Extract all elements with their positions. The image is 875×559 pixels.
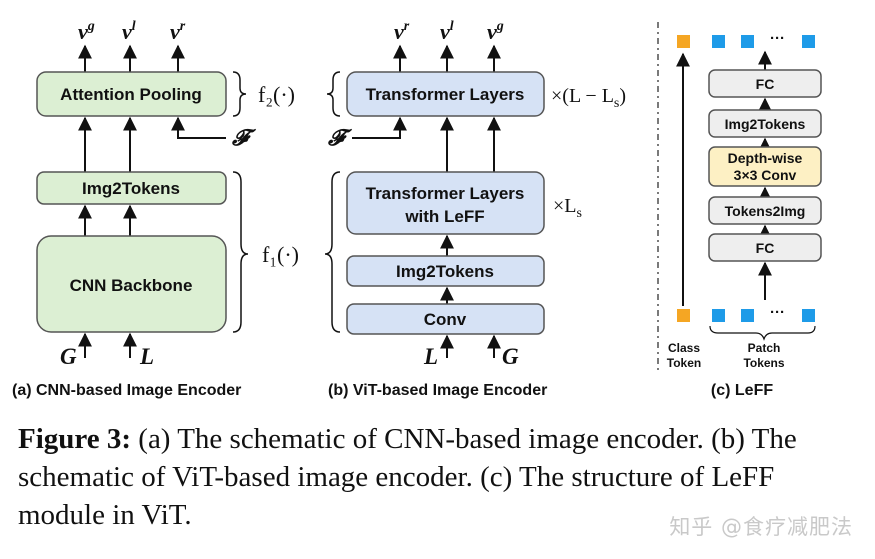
depthwise-conv-box — [708, 146, 822, 187]
fc-top-box — [708, 69, 822, 98]
img2tokens-box-c — [708, 109, 822, 138]
img2tokens-box-a — [36, 171, 227, 205]
patch-token-top — [712, 35, 725, 48]
patch-tokens-label-2: Tokens — [743, 356, 784, 370]
fc-bottom-box — [708, 233, 822, 262]
panel-c: ··· FC Img2Tokens Depth-wise 3×3 Conv To… — [657, 22, 822, 399]
conv-box — [346, 303, 545, 335]
img2tokens-label-c: Img2Tokens — [725, 116, 806, 132]
class-token-top — [677, 35, 690, 48]
input-L-b: L — [423, 344, 438, 369]
attention-pooling-label: Attention Pooling — [60, 85, 202, 104]
F-symbol-b: 𝓕 — [327, 125, 353, 150]
img2tokens-label-a: Img2Tokens — [82, 179, 180, 198]
patch-token-top — [741, 35, 754, 48]
f2-label-a: f₂(·) — [258, 82, 295, 107]
watermark: 知乎 @食疗减肥法 — [669, 515, 853, 539]
times-Ls: ×Ls — [553, 195, 582, 221]
patch-token-bottom — [741, 309, 754, 322]
class-token-label-2: Token — [667, 356, 701, 370]
figure-diagram: vg vl vr Attention Pooling 𝓕 f₂(·) Img2T… — [12, 19, 822, 399]
output-vl-a: vl — [122, 19, 136, 44]
img2tokens-label-b: Img2Tokens — [396, 262, 494, 281]
output-vg-a: vg — [78, 19, 95, 44]
caption-b: (b) ViT-based Image Encoder — [328, 382, 547, 399]
patch-token-top — [802, 35, 815, 48]
caption-a: (a) CNN-based Image Encoder — [12, 382, 241, 399]
attention-pooling-box — [36, 71, 227, 117]
patch-token-bottom — [712, 309, 725, 322]
panel-b: vr vl vg Transformer Layers ×(L − Ls) 𝓕 … — [324, 19, 626, 399]
fc-top-label: FC — [756, 76, 775, 92]
figure-caption-label: Figure 3: — [18, 423, 132, 455]
patch-token-bottom — [802, 309, 815, 322]
cnn-backbone-label: CNN Backbone — [70, 276, 193, 295]
F-symbol-a: 𝓕 — [231, 125, 257, 150]
output-vg-b: vg — [487, 19, 504, 44]
figure-caption-text: (a) The schematic of CNN-based image enc… — [18, 423, 797, 531]
class-token-bottom — [677, 309, 690, 322]
patch-tokens-label-1: Patch — [748, 341, 781, 355]
figure-caption: Figure 3: (a) The schematic of CNN-based… — [18, 420, 863, 534]
fc-bottom-label: FC — [756, 240, 775, 256]
input-G-a: G — [60, 344, 77, 369]
panel-a: vg vl vr Attention Pooling 𝓕 f₂(·) Img2T… — [12, 19, 299, 399]
transformer-leff-line2: with LeFF — [404, 207, 484, 226]
output-vr-a: vr — [170, 19, 186, 44]
input-G-b: G — [502, 344, 519, 369]
ellipsis-bottom: ··· — [770, 304, 785, 321]
depthwise-conv-line1: Depth-wise — [728, 150, 803, 166]
class-token-label-1: Class — [668, 341, 700, 355]
transformer-layers-box — [346, 71, 545, 117]
times-L-minus-Ls: ×(L − Ls) — [551, 85, 626, 111]
depthwise-conv-line2: 3×3 Conv — [734, 167, 797, 183]
transformer-leff-line1: Transformer Layers — [366, 184, 525, 203]
transformer-layers-label: Transformer Layers — [366, 85, 525, 104]
output-vr-b: vr — [394, 19, 410, 44]
f1-label-a: f₁(·) — [262, 242, 299, 267]
ellipsis-top: ··· — [770, 30, 785, 47]
cnn-backbone-box — [36, 235, 227, 333]
conv-label: Conv — [424, 310, 467, 329]
tokens2img-box — [708, 196, 822, 225]
transformer-leff-box — [346, 171, 545, 235]
input-L-a: L — [139, 344, 154, 369]
caption-c: (c) LeFF — [711, 382, 773, 399]
output-vl-b: vl — [440, 19, 454, 44]
tokens2img-label: Tokens2Img — [725, 203, 806, 219]
img2tokens-box-b — [346, 255, 545, 287]
